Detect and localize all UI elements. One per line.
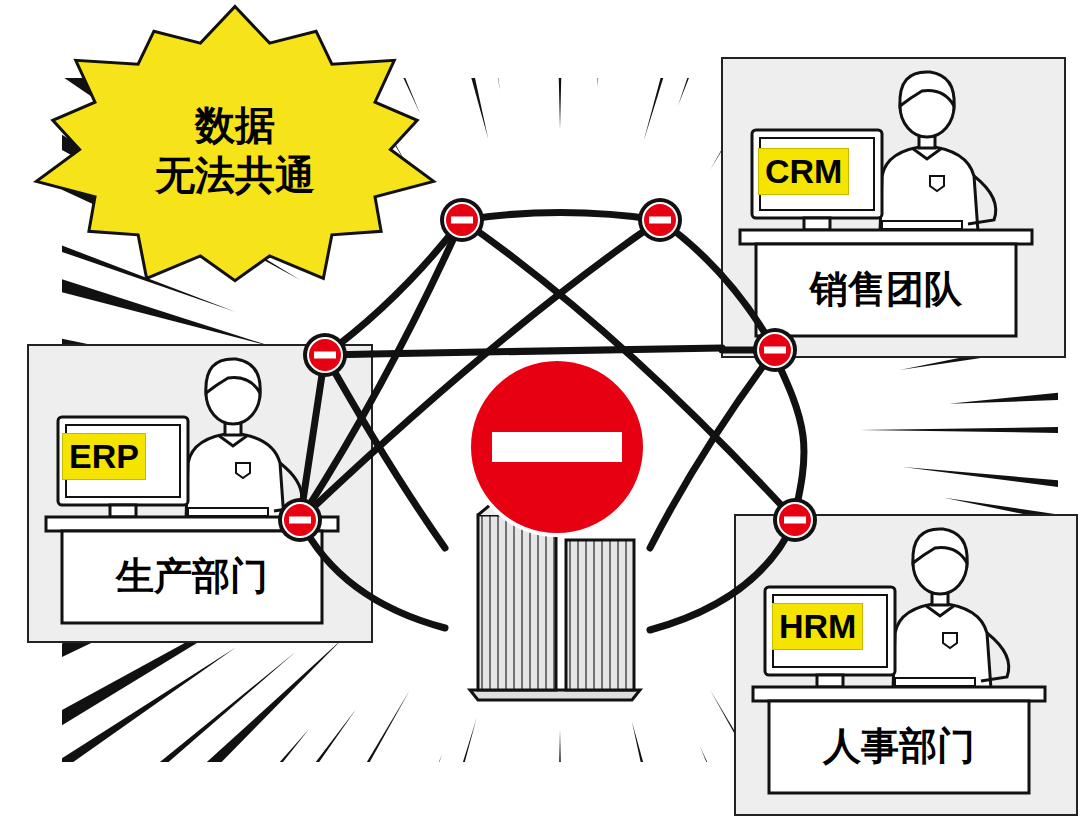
speed-line	[546, 78, 575, 130]
department-panel: 生产部门 ERP	[28, 345, 372, 642]
department-name: 生产部门	[116, 554, 268, 600]
starburst-callout: 数据 无法共通	[25, 2, 445, 297]
starburst-shape	[25, 2, 445, 297]
speed-line	[299, 718, 477, 762]
blocked-node	[773, 498, 817, 542]
desk-panels	[28, 58, 1077, 815]
blocked-node	[303, 333, 347, 377]
system-name: CRM	[765, 151, 842, 192]
speed-lines	[62, 78, 1058, 762]
system-label: HRM	[772, 603, 863, 650]
system-label: CRM	[758, 148, 849, 195]
system-label: ERP	[62, 433, 146, 480]
system-name: HRM	[779, 606, 856, 647]
speed-line	[546, 730, 575, 762]
headline-text: 数据 无法共通	[135, 100, 335, 200]
speed-line	[62, 638, 344, 762]
department-panel: 销售团队 CRM	[722, 58, 1065, 357]
network-link	[372, 348, 722, 354]
blocked-node	[638, 198, 682, 242]
speed-line	[239, 754, 442, 762]
speed-line	[62, 652, 296, 762]
desk-scene	[735, 515, 1077, 815]
department-name: 人事部门	[823, 724, 975, 770]
stop-sign	[469, 359, 645, 535]
system-name: ERP	[69, 436, 139, 477]
department-panel: 人事部门 HRM	[735, 515, 1077, 815]
department-name: 销售团队	[810, 267, 962, 313]
speed-line	[949, 352, 1058, 403]
blocked-node	[440, 198, 484, 242]
speed-line	[860, 421, 1058, 439]
desk-scene	[722, 58, 1065, 357]
network-link	[775, 357, 804, 515]
speed-line	[395, 78, 500, 90]
blocked-node	[753, 328, 797, 372]
blocked-node	[278, 498, 322, 542]
